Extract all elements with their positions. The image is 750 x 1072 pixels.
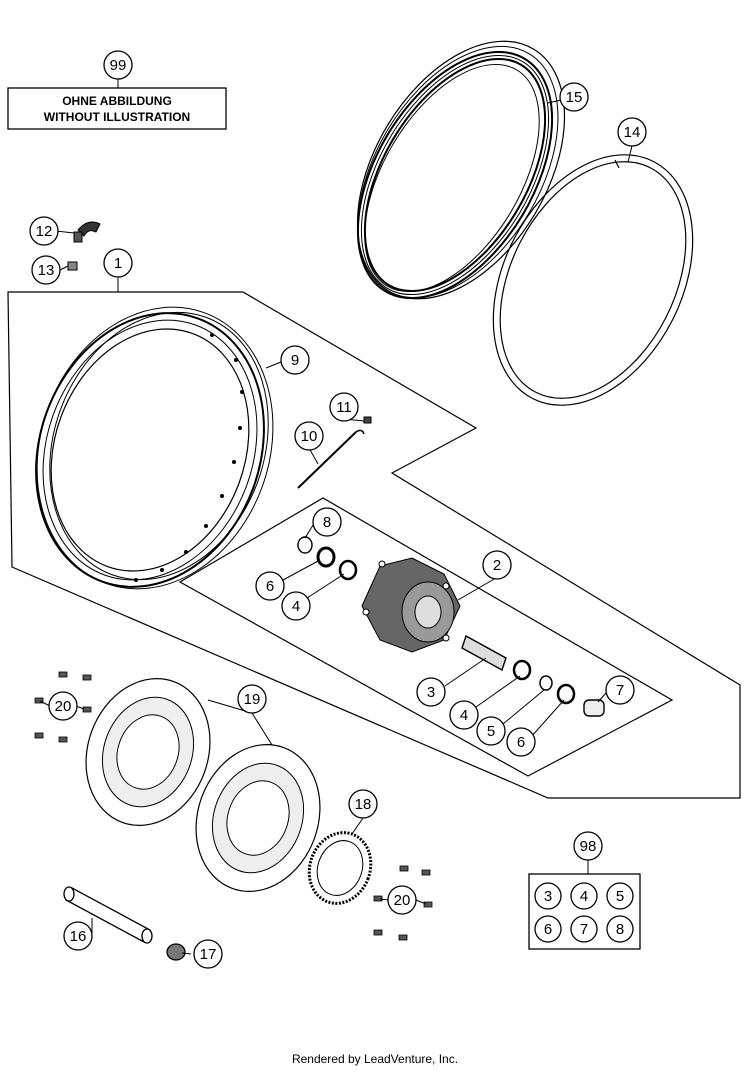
callout-98-label: 98 [580, 838, 597, 855]
callout-5[interactable]: 5 [476, 716, 506, 746]
callout-8-label: 8 [323, 514, 331, 531]
callout-3[interactable]: 3 [416, 677, 446, 707]
callout-18[interactable]: 18 [348, 789, 378, 819]
callout-3-label: 3 [427, 684, 435, 701]
callout-6a-label: 6 [266, 578, 274, 595]
callout-9-label: 9 [291, 352, 299, 369]
kit-item-6[interactable]: 6 [534, 915, 562, 943]
valve-drawing [67, 221, 101, 271]
footer-credit: Rendered by LeadVenture, Inc. [291, 1052, 459, 1066]
tire-drawing [356, 40, 566, 300]
spoke-drawing [297, 416, 372, 489]
callout-17[interactable]: 17 [193, 939, 223, 969]
leader-lines [39, 96, 633, 955]
note-line-german: OHNE ABBILDUNG [62, 94, 172, 108]
kit-item-4-label: 4 [580, 888, 588, 905]
callout-6b-label: 6 [517, 734, 525, 751]
callout-17-label: 17 [200, 946, 217, 963]
callout-5-label: 5 [487, 723, 495, 740]
callout-20a[interactable]: 20 [48, 691, 78, 721]
kit-item-3-label: 3 [544, 888, 552, 905]
callout-14-label: 14 [624, 124, 641, 141]
brake-disc-left [85, 677, 211, 827]
hub-group-outline [178, 497, 674, 777]
kit-item-6-label: 6 [544, 921, 552, 938]
kit-item-4[interactable]: 4 [570, 882, 598, 910]
callout-9[interactable]: 9 [280, 345, 310, 375]
callout-20b[interactable]: 20 [387, 885, 417, 915]
callout-19[interactable]: 19 [237, 684, 267, 714]
callout-18-label: 18 [355, 796, 372, 813]
note-box [7, 87, 227, 130]
hub-drawing [361, 557, 461, 653]
kit-98-group: 98 3 4 5 6 7 8 [528, 831, 641, 950]
screws-drawing [34, 671, 433, 941]
callout-13[interactable]: 13 [31, 255, 61, 285]
brake-disc-right [195, 743, 321, 893]
kit-item-5-label: 5 [616, 888, 624, 905]
callout-7-label: 7 [616, 682, 624, 699]
callout-1[interactable]: 1 [103, 248, 133, 278]
callout-14[interactable]: 14 [617, 117, 647, 147]
kit-item-7[interactable]: 7 [570, 915, 598, 943]
callout-16[interactable]: 16 [63, 921, 93, 951]
callout-7[interactable]: 7 [605, 675, 635, 705]
callout-10-label: 10 [301, 428, 318, 445]
callout-15-label: 15 [566, 89, 583, 106]
callout-99[interactable] [103, 50, 133, 80]
callout-2-label: 2 [493, 557, 501, 574]
callout-1-label: 1 [114, 255, 122, 272]
callout-2[interactable]: 2 [482, 550, 512, 580]
callout-20a-label: 20 [55, 698, 72, 715]
callout-19-label: 19 [244, 691, 261, 708]
callout-16-label: 16 [70, 928, 87, 945]
callout-15[interactable]: 15 [559, 82, 589, 112]
kit-item-8-label: 8 [616, 921, 624, 938]
kit-item-3[interactable]: 3 [534, 882, 562, 910]
bearings-drawing [297, 536, 605, 717]
callout-11-label: 11 [336, 399, 352, 416]
callout-99-label: 99 [110, 57, 127, 74]
callout-11[interactable]: 11 [329, 392, 359, 422]
kit-item-8[interactable]: 8 [606, 915, 634, 943]
rim-drawing [35, 306, 274, 590]
callout-4a-label: 4 [292, 598, 300, 615]
rim-spoke-holes [134, 333, 244, 582]
callout-13-label: 13 [38, 262, 55, 279]
axle-drawing [63, 886, 186, 961]
callout-4b-label: 4 [460, 707, 468, 724]
callout-10[interactable]: 10 [294, 421, 324, 451]
kit-item-7-label: 7 [580, 921, 588, 938]
callout-12[interactable]: 12 [29, 216, 59, 246]
kit-item-5[interactable]: 5 [606, 882, 634, 910]
rim-band-drawing [492, 154, 694, 406]
callout-98[interactable] [573, 831, 603, 861]
callout-12-label: 12 [36, 223, 53, 240]
callout-4a[interactable]: 4 [281, 591, 311, 621]
sensor-ring-drawing [307, 831, 373, 905]
callout-6a[interactable]: 6 [255, 571, 285, 601]
note-99-group: 99 OHNE ABBILDUNG WITHOUT ILLUSTRATION [7, 50, 227, 130]
note-line-english: WITHOUT ILLUSTRATION [44, 110, 190, 124]
callout-8[interactable]: 8 [312, 507, 342, 537]
callout-20b-label: 20 [394, 892, 411, 909]
callout-4b[interactable]: 4 [449, 700, 479, 730]
callout-6b[interactable]: 6 [506, 727, 536, 757]
wheel-assembly-outline [7, 291, 741, 799]
